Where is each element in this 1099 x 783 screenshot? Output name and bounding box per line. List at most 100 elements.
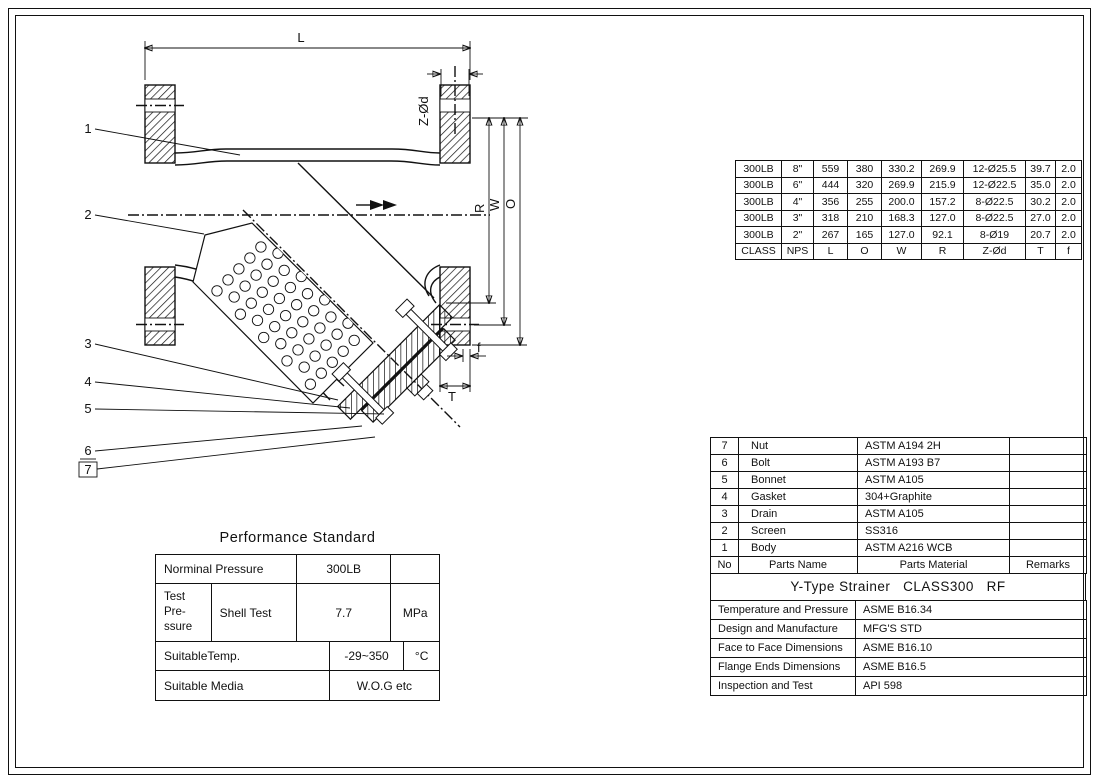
table-cell: 3 [710,505,739,523]
bonnet-assembly [331,298,458,425]
callout-2-screen: 2 [84,207,91,222]
table-cell: API 598 [855,676,1087,696]
dim-label-L: L [297,30,304,45]
bonnet-bolt-lower [331,362,395,425]
table-cell: 8" [781,160,814,178]
shell-test-unit: MPa [402,605,428,620]
table-cell: 168.3 [881,209,922,227]
table-cell: 269.9 [881,176,922,194]
dim-label-Z-od: Z-Ød [416,96,431,126]
bonnet-bolt-upper [395,298,458,362]
table-cell: W [881,242,922,260]
table-cell: Temperature and Pressure [710,600,856,620]
performance-standard-table: Norminal Pressure 300LB Test Pre- ssure … [155,554,440,701]
test-pressure-label: Test Pre- ssure [156,584,212,641]
table-row: SuitableTemp. -29~350 °C [156,642,439,671]
table-cell: Face to Face Dimensions [710,638,856,658]
dimension-O: O [472,118,528,345]
table-cell: f [1055,242,1082,260]
table-cell: 2.0 [1055,193,1082,211]
table-cell: 3" [781,209,814,227]
table-cell: 20.7 [1025,226,1056,244]
table-cell: 300LB [735,226,782,244]
table-cell: 2" [781,226,814,244]
dimension-W: W [474,118,511,325]
table-cell: 300LB [735,176,782,194]
table-cell: 215.9 [921,176,964,194]
table-cell: 39.7 [1025,160,1056,178]
table-cell: ASTM A216 WCB [857,539,1010,557]
table-cell: 12-Ø25.5 [963,160,1026,178]
table-cell: 7 [710,437,739,455]
dim-label-f: f [477,340,481,355]
table-cell: 320 [847,176,882,194]
table-cell: O [847,242,882,260]
table-cell: L [813,242,848,260]
table-cell: 165 [847,226,882,244]
table-cell [1009,471,1087,489]
table-cell: 300LB [735,209,782,227]
table-row: Suitable Media W.O.G etc [156,671,439,700]
table-cell: Bolt [738,454,858,472]
dim-label-T: T [448,389,456,404]
table-cell: Inspection and Test [710,676,856,696]
nominal-pressure-label: Norminal Pressure [156,555,298,583]
table-cell: 5 [710,471,739,489]
table-cell: 318 [813,209,848,227]
table-cell: Design and Manufacture [710,619,856,639]
table-cell [1009,505,1087,523]
empty-cell [391,555,439,583]
table-cell: Parts Name [738,556,858,574]
table-cell: 269.9 [921,160,964,178]
performance-standard-block: Performance Standard Norminal Pressure 3… [155,530,440,701]
dimension-T: T [440,349,470,404]
table-cell: ASME B16.10 [855,638,1087,658]
dim-label-R: R [472,204,487,213]
drawing-title: Y-Type Strainer CLASS300 RF [710,574,1086,600]
table-cell: Drain [738,505,858,523]
callout-7-nut: 7 [84,462,91,477]
table-cell [1009,539,1087,557]
table-cell: 304+Graphite [857,488,1010,506]
table-cell: Nut [738,437,858,455]
table-cell [1009,522,1087,540]
table-cell: 200.0 [881,193,922,211]
table-cell: ASTM A105 [857,505,1010,523]
dim-label-W: W [487,198,502,211]
nominal-pressure-value: 300LB [297,555,392,583]
table-cell: 2.0 [1055,209,1082,227]
callout-3-drain: 3 [84,336,91,351]
table-cell: SS316 [857,522,1010,540]
suitable-media-label: Suitable Media [156,671,330,700]
table-cell: 330.2 [881,160,922,178]
table-cell: 2.0 [1055,176,1082,194]
dimension-L: L [145,30,470,80]
table-cell: 12-Ø22.5 [963,176,1026,194]
suitable-media-value: W.O.G etc [356,678,413,693]
table-cell [1009,454,1087,472]
table-cell: No [710,556,739,574]
table-cell: Body [738,539,858,557]
table-cell: 255 [847,193,882,211]
table-cell: 2.0 [1055,160,1082,178]
table-cell: 8-Ø19 [963,226,1026,244]
table-cell: 35.0 [1025,176,1056,194]
suitable-temp-unit: °C [414,649,429,663]
